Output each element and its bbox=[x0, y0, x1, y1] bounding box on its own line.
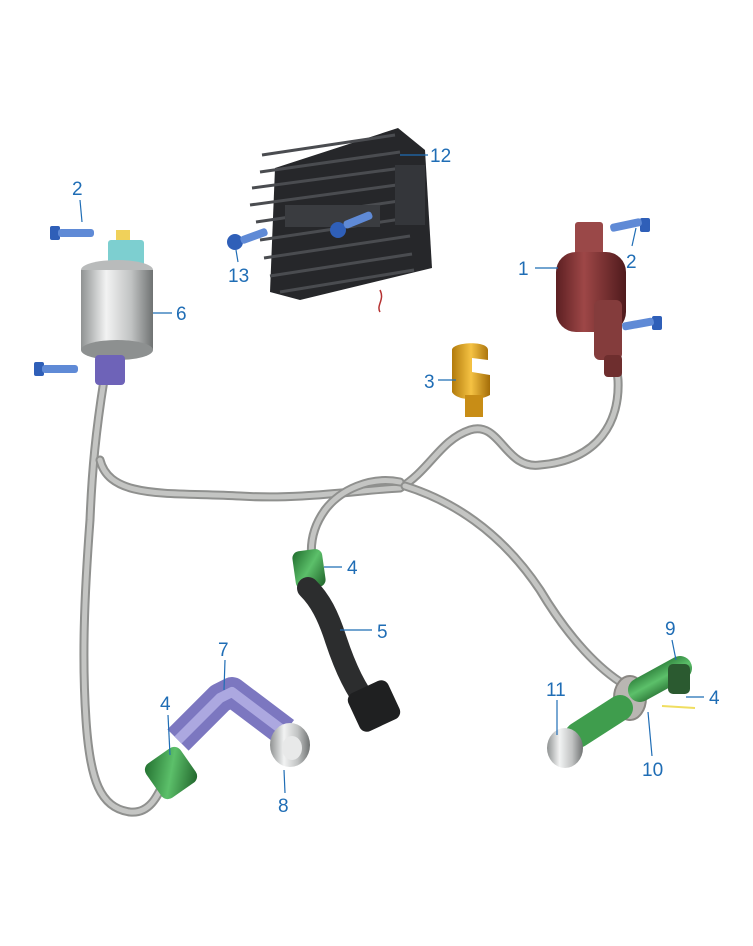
pickup-connector bbox=[556, 222, 626, 377]
grommet-4-middle bbox=[292, 549, 326, 589]
bolt-2-bottom-left bbox=[34, 362, 78, 376]
callout-1: 1 bbox=[518, 259, 529, 280]
plug-cap bbox=[144, 677, 310, 800]
callout-2-right: 2 bbox=[626, 252, 637, 273]
ignition-coil bbox=[81, 230, 153, 385]
callout-4-middle: 4 bbox=[347, 558, 358, 579]
callout-2-top-left: 2 bbox=[72, 179, 83, 200]
callout-9: 9 bbox=[665, 619, 676, 640]
leader-lines bbox=[79, 154, 704, 794]
regulator-rectifier bbox=[249, 128, 432, 313]
black-boot bbox=[297, 577, 401, 732]
callout-8: 8 bbox=[278, 796, 289, 817]
callout-5: 5 bbox=[377, 622, 388, 643]
callout-12: 12 bbox=[430, 146, 451, 167]
harness-cables bbox=[79, 345, 630, 817]
callout-4-right: 4 bbox=[709, 688, 720, 709]
callout-6: 6 bbox=[176, 304, 187, 325]
callout-10: 10 bbox=[642, 760, 663, 781]
bolt-2-right-bottom bbox=[622, 316, 662, 331]
cable-clip bbox=[452, 343, 490, 417]
bolt-2-top-left bbox=[50, 226, 94, 240]
bolt-13-left bbox=[227, 228, 268, 250]
callout-13: 13 bbox=[228, 266, 249, 287]
callout-7: 7 bbox=[218, 640, 229, 661]
bolt-13-right bbox=[330, 211, 373, 238]
callout-labels: 12 2 2 1 13 6 3 4 5 9 7 11 4 4 10 8 bbox=[72, 146, 720, 817]
right-connector-assembly bbox=[547, 656, 696, 768]
callout-11: 11 bbox=[546, 680, 566, 701]
callout-3: 3 bbox=[424, 372, 435, 393]
callout-4-left: 4 bbox=[160, 694, 171, 715]
bolt-2-right-top bbox=[610, 218, 650, 232]
